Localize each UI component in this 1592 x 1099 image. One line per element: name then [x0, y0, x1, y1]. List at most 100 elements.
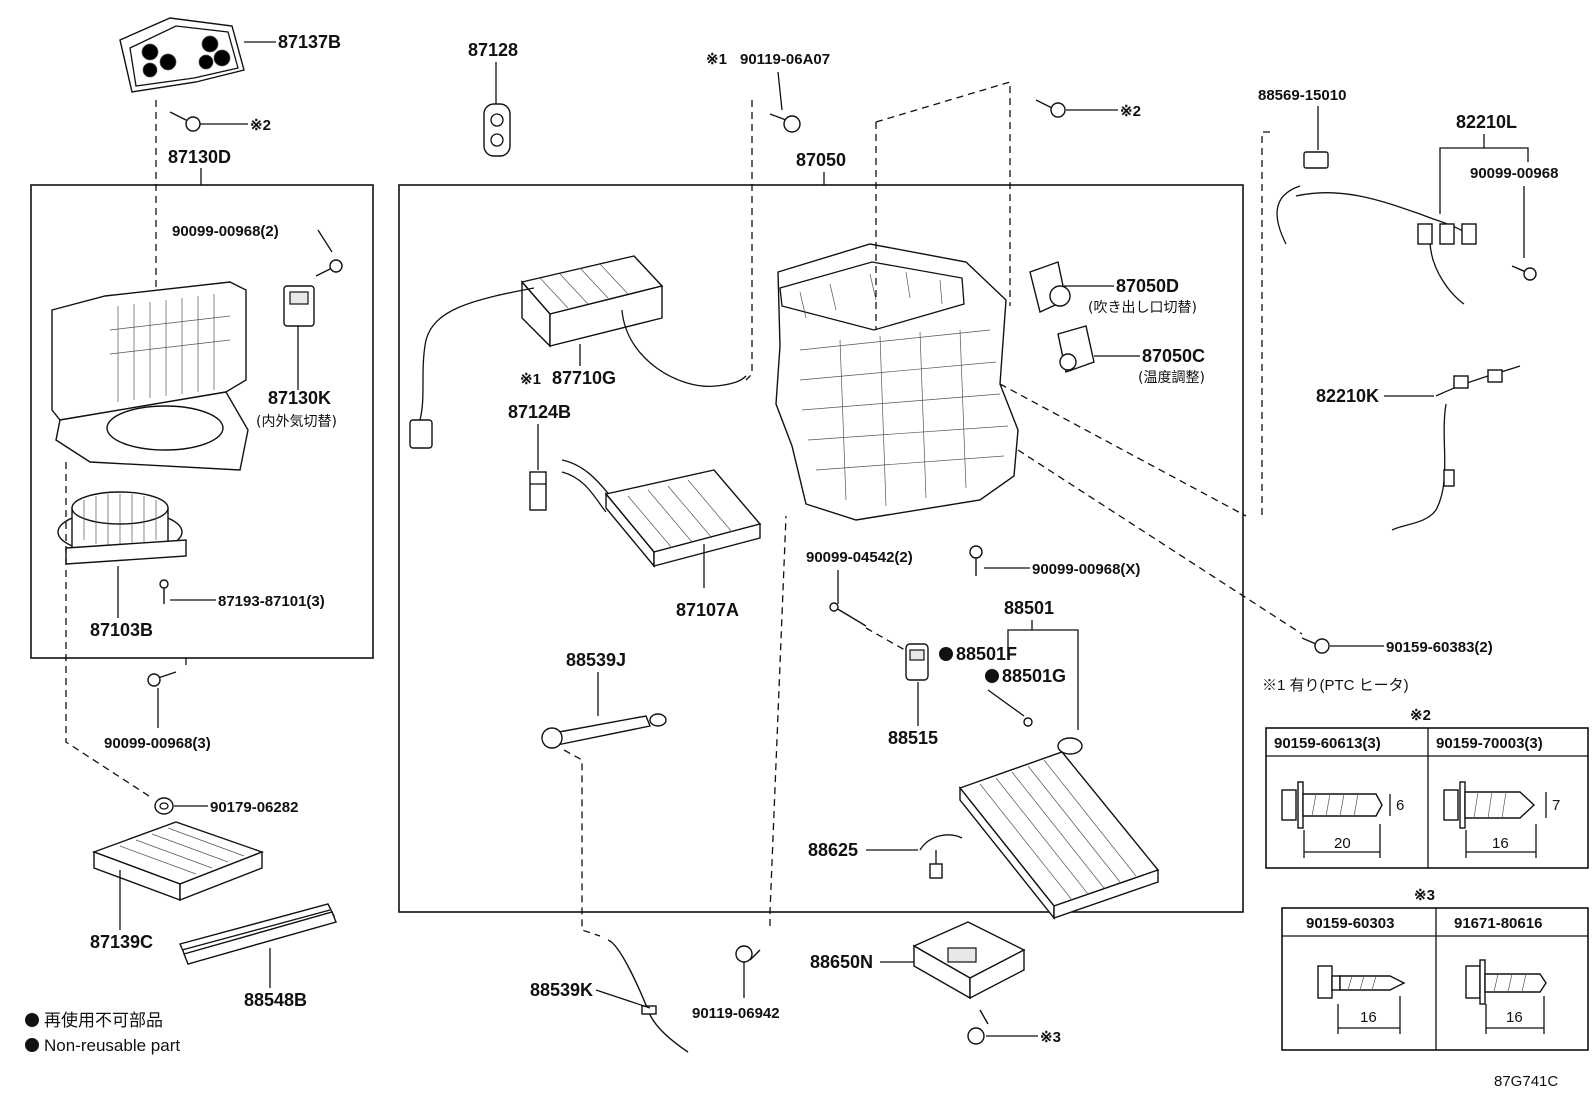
bolt-90099-04542-icon — [829, 602, 867, 627]
label-87050D: 87050D — [1116, 276, 1179, 296]
part-88539K-drawing — [607, 939, 689, 1053]
part-87710G-drawing — [409, 255, 747, 449]
label-90099-04542: 90099-04542(2) — [806, 549, 913, 566]
label-87103B: 87103B — [90, 620, 153, 640]
label-88539J: 88539J — [566, 650, 626, 670]
label-87128: 87128 — [468, 40, 518, 60]
label-88625: 88625 — [808, 840, 858, 860]
label-88569-15010: 88569-15010 — [1258, 87, 1346, 104]
legend-en: Non-reusable part — [44, 1036, 180, 1055]
part-87128-drawing — [483, 103, 511, 157]
part-87050C-drawing — [1057, 325, 1095, 373]
table2-col2-part: 91671-80616 — [1454, 915, 1542, 932]
part-82210K-drawing — [1391, 365, 1521, 531]
bolt-90159-70003-icon — [1443, 781, 1547, 858]
part-82210L-drawing — [1276, 185, 1477, 305]
part-88548B-drawing — [179, 903, 337, 965]
group-box-87130D — [30, 184, 374, 659]
part-88569-15010-drawing — [1303, 151, 1329, 169]
label-87124B: 87124B — [508, 402, 571, 422]
table2-col1-part: 90159-60303 — [1306, 915, 1394, 932]
screw-90099-00968-2-icon — [315, 259, 343, 277]
non-reusable-bullet-88501F — [939, 647, 953, 661]
table2-col2-length: 16 — [1506, 1009, 1523, 1026]
label-90099-00968-2: 90099-00968(2) — [172, 223, 279, 240]
screw-90159-60303-icon — [1317, 965, 1406, 1034]
note-ptc: ※1 有り(PTC ヒータ) — [1262, 677, 1409, 694]
label-87130D: 87130D — [168, 147, 231, 167]
bolt-91671-80616-icon — [1465, 959, 1547, 1034]
table1-col1-length: 20 — [1334, 835, 1351, 852]
part-88650N-drawing — [912, 921, 1026, 1000]
label-88501G: 88501G — [1002, 666, 1066, 686]
legend-bullet-en — [25, 1038, 39, 1052]
part-blower-housing-drawing — [51, 281, 249, 471]
label-88548B: 88548B — [244, 990, 307, 1010]
prefix-90119-06A07: ※1 — [706, 51, 727, 68]
screw-90099-00968-X-icon — [969, 545, 983, 576]
part-88501-evaporator-drawing — [958, 737, 1160, 921]
part-87137B-drawing — [119, 17, 245, 93]
table1-col2-diameter: 7 — [1552, 797, 1560, 814]
note-87130K: (内外気切替) — [256, 414, 337, 430]
screw-90119-06A07-icon — [769, 113, 801, 133]
table1-col2-length: 16 — [1492, 835, 1509, 852]
legend-jp: 再使用不可部品 — [44, 1010, 163, 1030]
label-87050C: 87050C — [1142, 346, 1205, 366]
part-88539J-drawing — [541, 713, 667, 749]
label-82210L: 82210L — [1456, 112, 1517, 132]
label-87107A: 87107A — [676, 600, 739, 620]
label-90099-00968: 90099-00968 — [1470, 165, 1558, 182]
screw-top-left-icon — [169, 111, 201, 132]
label-88650N: 88650N — [810, 952, 873, 972]
table2-mark: ※3 — [1414, 887, 1435, 904]
part-87107A-drawing — [561, 459, 762, 568]
table1-mark: ※2 — [1410, 707, 1431, 724]
label-87193-87101: 87193-87101(3) — [218, 593, 325, 610]
label-88501: 88501 — [1004, 598, 1054, 618]
screw-90119-06942-icon — [735, 945, 761, 963]
table2-col1-length: 16 — [1360, 1009, 1377, 1026]
label-90099-00968-X: 90099-00968(X) — [1032, 561, 1140, 578]
part-87139C-drawing — [91, 821, 265, 902]
label-88515: 88515 — [888, 728, 938, 748]
label-87139C: 87139C — [90, 932, 153, 952]
screw-90159-60383-icon — [1301, 637, 1330, 654]
o-ring-88501G-icon — [1023, 717, 1033, 727]
legend-bullet-jp — [25, 1013, 39, 1027]
screw-note2-top-icon — [1035, 99, 1066, 118]
table1-col1-part: 90159-60613(3) — [1274, 735, 1381, 752]
figure-code: 87G741C — [1494, 1073, 1558, 1090]
grommet-90179-06282-icon — [154, 797, 174, 815]
part-87124B-drawing — [529, 471, 547, 511]
screw-note3-icon — [967, 1009, 989, 1045]
label-90119-06A07: 90119-06A07 — [740, 51, 830, 68]
part-88625-drawing — [919, 834, 963, 879]
part-87050D-drawing — [1029, 261, 1071, 313]
bolt-90159-60613-icon — [1281, 781, 1391, 858]
fastener-table-note3 — [1281, 907, 1589, 1051]
label-90179-06282: 90179-06282 — [210, 799, 298, 816]
label-90159-60383: 90159-60383(2) — [1386, 639, 1493, 656]
part-87050-hvac-case-drawing — [775, 243, 1019, 521]
ref-mark-note2-b: ※2 — [1120, 103, 1141, 120]
label-87050: 87050 — [796, 150, 846, 170]
table1-col2-part: 90159-70003(3) — [1436, 735, 1543, 752]
screw-90099-00968-3-icon — [147, 671, 177, 687]
label-90099-00968-3: 90099-00968(3) — [104, 735, 211, 752]
label-88539K: 88539K — [530, 980, 593, 1000]
note-87050D: (吹き出し口切替) — [1088, 300, 1197, 316]
label-88501F: 88501F — [956, 644, 1017, 664]
screw-90099-00968-right-icon — [1511, 265, 1537, 281]
screw-87193-87101-icon — [159, 579, 169, 604]
part-88515-drawing — [905, 643, 929, 681]
group-box-87050 — [398, 184, 1244, 913]
fastener-table-note2 — [1265, 727, 1589, 869]
non-reusable-bullet-88501G — [985, 669, 999, 683]
label-90119-06942: 90119-06942 — [692, 1005, 780, 1022]
label-87137B: 87137B — [278, 32, 341, 52]
prefix-87710G: ※1 — [520, 371, 541, 388]
label-87710G: 87710G — [552, 368, 616, 388]
ref-mark-note2-a: ※2 — [250, 117, 271, 134]
